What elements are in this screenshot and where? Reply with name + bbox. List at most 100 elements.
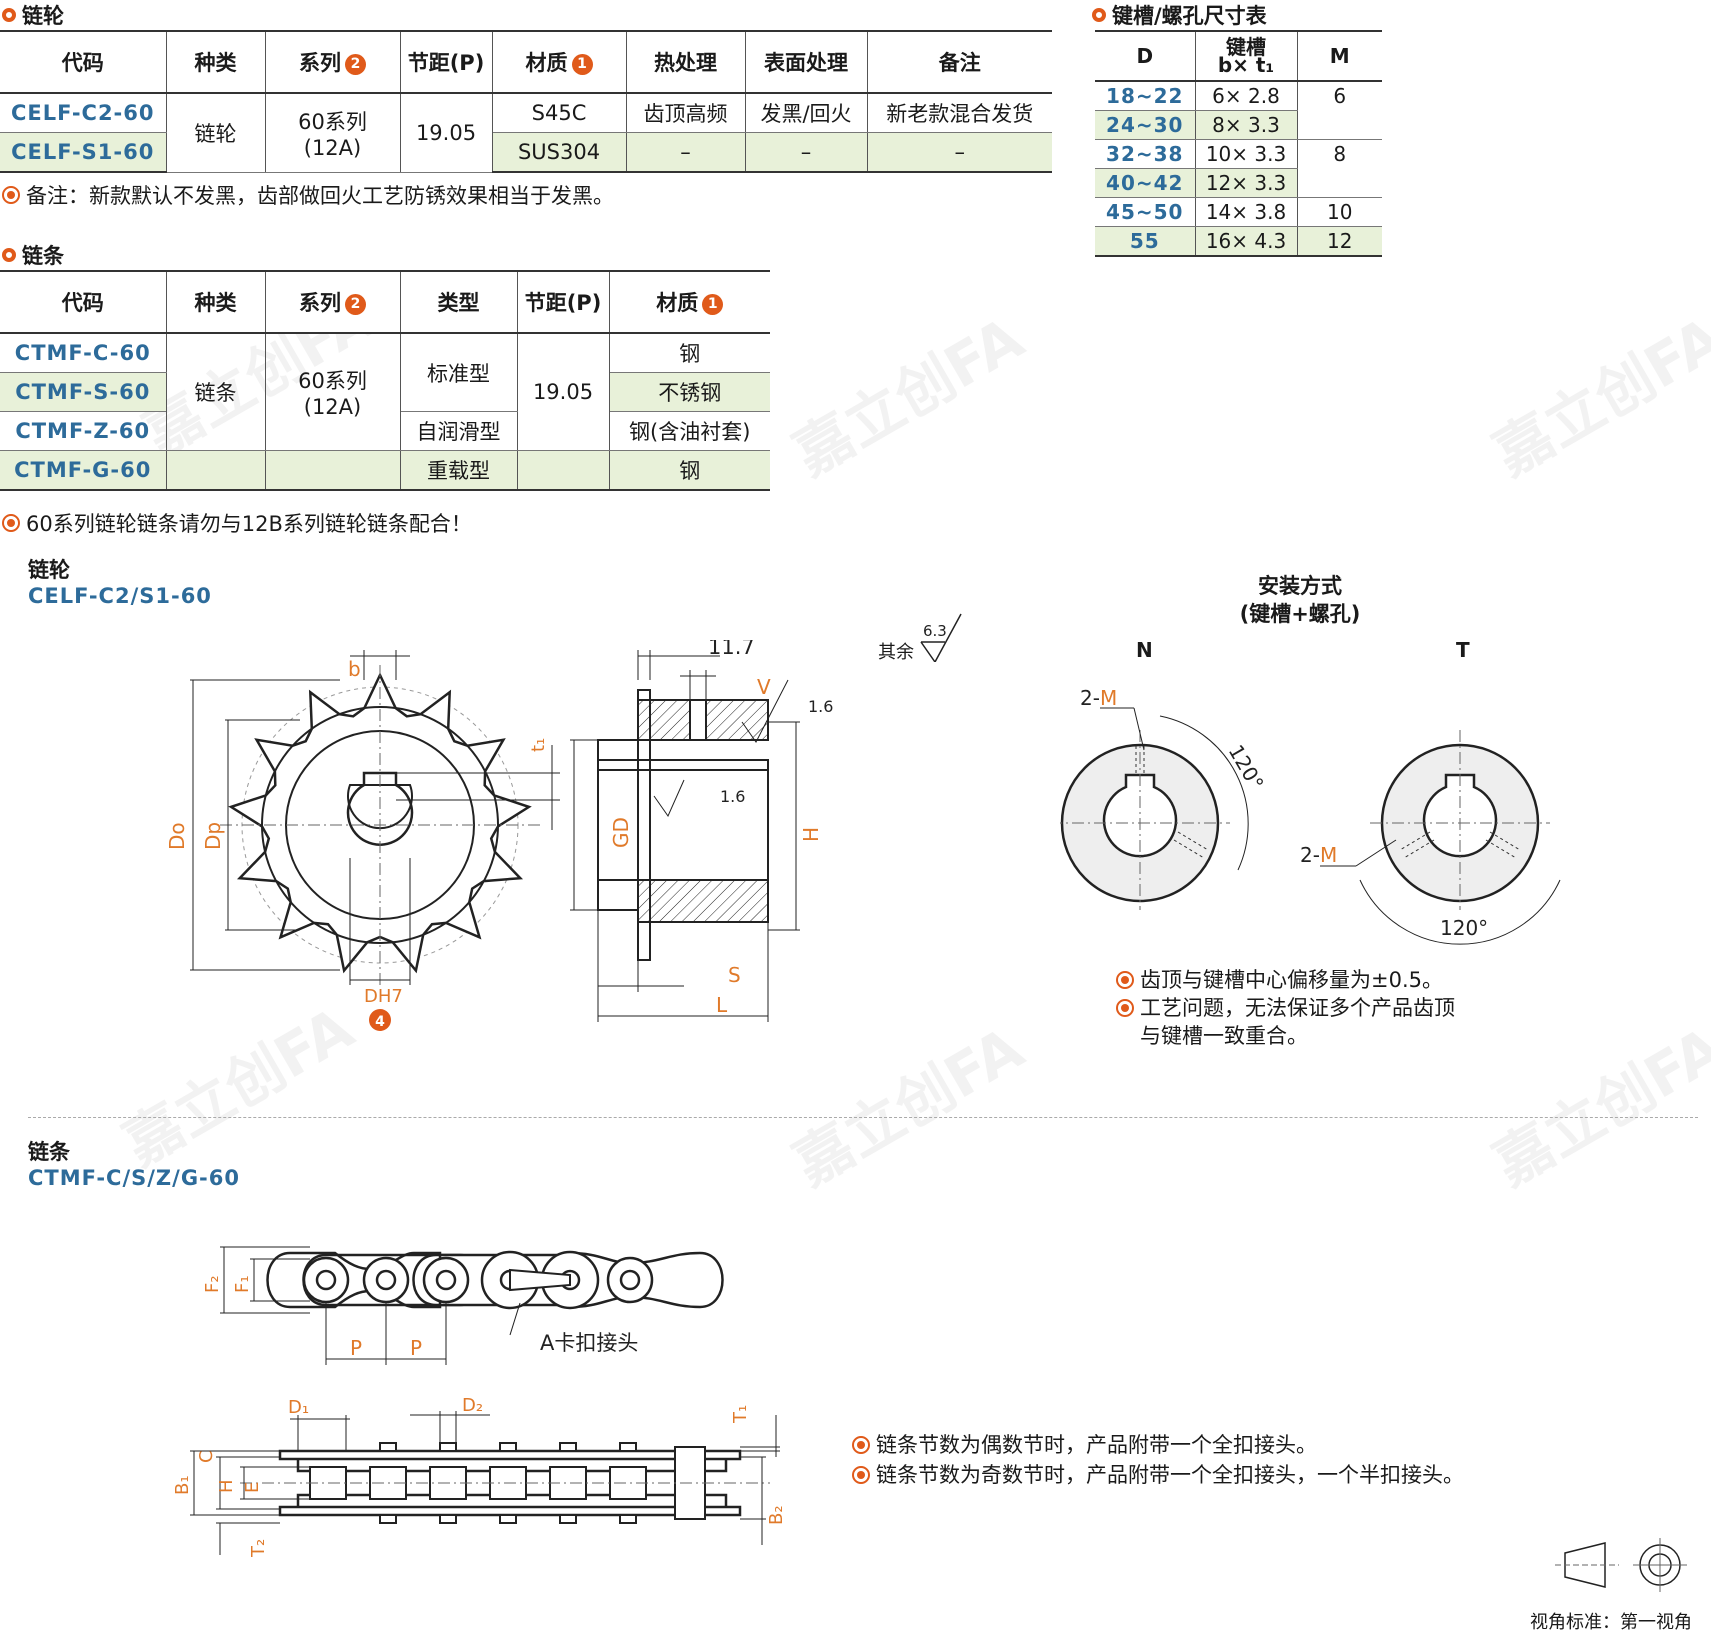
table-row: CTMF-Z-60 自润滑型 钢(含油衬套) <box>0 411 770 451</box>
label-p1: P <box>350 1336 362 1360</box>
label-dp: Dp <box>201 822 225 850</box>
col-d: D <box>1095 30 1196 82</box>
roughness-other: 其余 <box>878 642 914 663</box>
label-b: b <box>348 657 361 681</box>
ring-icon <box>2 248 16 262</box>
sprocket-drawing-code: CELF-C2/S1-60 <box>28 584 212 608</box>
label-b1: B₁ <box>172 1475 193 1495</box>
label-s: S <box>728 963 741 987</box>
label-t1: T₁ <box>730 1405 751 1424</box>
label-t1: t₁ <box>528 738 549 752</box>
badge-icon: 1 <box>702 293 724 315</box>
col-heat: 热处理 <box>625 30 746 94</box>
install-notes: 齿顶与键槽中心偏移量为±0.5。 工艺问题，无法保证多个产品齿顶 与键槽一致重合… <box>1116 966 1455 1050</box>
ring-icon <box>2 8 16 22</box>
label-l: L <box>716 993 728 1017</box>
col-remark: 备注 <box>866 30 1052 94</box>
badge-icon: 4 <box>375 1014 385 1030</box>
view-standard: 视角标准：第一视角 <box>1530 1612 1692 1633</box>
product-code[interactable]: CELF-S1-60 <box>0 132 167 173</box>
label-b2: B₂ <box>766 1505 787 1525</box>
label-h: H <box>216 1479 237 1493</box>
col-type: 类型 <box>399 270 518 334</box>
product-code[interactable]: CTMF-Z-60 <box>0 411 167 451</box>
divider <box>28 1117 1698 1118</box>
product-code[interactable]: CTMF-S-60 <box>0 372 167 412</box>
ring-icon <box>1092 8 1106 22</box>
table-row: CTMF-C-60 链条 60系列(12A) 标准型 19.05 钢 <box>0 333 770 451</box>
chain-side-view: D₁ D₂ B₁ C H E T₂ T₁ B₂ <box>172 1395 787 1558</box>
label-d1: D₁ <box>288 1397 309 1418</box>
sprocket-drawing-title: 链轮 <box>28 558 70 582</box>
watermark: 嘉立创FA <box>782 303 1035 489</box>
badge-icon: 1 <box>571 53 593 75</box>
install-t: T <box>1456 638 1470 662</box>
bullet-icon <box>852 1436 870 1454</box>
table-row: CTMF-S-60 不锈钢 <box>0 372 770 412</box>
label-v: V <box>757 675 771 699</box>
chain-top-view: F₂ F₁ P P A卡扣接头 <box>202 1246 724 1365</box>
table-row: CELF-S1-60 SUS304 – – – <box>0 132 1052 173</box>
col-kind: 种类 <box>165 30 266 94</box>
chain-section-title: 链条 <box>2 240 64 270</box>
badge-icon: 2 <box>345 293 366 315</box>
label-gd: GD <box>609 817 633 848</box>
bullet-icon <box>2 514 20 532</box>
install-m-t: 2-M <box>1300 843 1337 867</box>
col-pitch: 节距(P) <box>516 270 610 334</box>
product-code[interactable]: CELF-C2-60 <box>0 93 167 133</box>
bullet-icon <box>1116 999 1134 1017</box>
angle-t: 120° <box>1440 916 1488 940</box>
label-f1: F₁ <box>232 1275 253 1293</box>
badge-icon: 2 <box>345 53 366 75</box>
watermark: 嘉立创FA <box>1482 303 1711 489</box>
bullet-icon <box>852 1466 870 1484</box>
label-do: Do <box>165 822 189 850</box>
label-p2: P <box>410 1336 422 1360</box>
chain-drawing-code: CTMF-C/S/Z/G-60 <box>28 1166 240 1190</box>
roughness-icon: 6.3 <box>920 613 962 662</box>
install-diagram: 2-M 2-M 120° 120° <box>1060 686 1561 945</box>
svg-text:6.3: 6.3 <box>923 622 947 640</box>
col-code: 代码 <box>0 30 167 94</box>
label-t2: T₂ <box>248 1539 269 1558</box>
chain-drawing-title: 链条 <box>28 1140 70 1164</box>
bullet-icon <box>2 186 20 204</box>
table-row: CTMF-G-60 重载型 钢 <box>0 450 770 491</box>
label-f2: F₂ <box>202 1275 223 1293</box>
label-dh7: DH7 <box>364 986 403 1007</box>
label-d2: D₂ <box>462 1395 483 1416</box>
install-m-n: 2-M <box>1080 686 1117 710</box>
label-117: 11.7 <box>708 640 755 659</box>
key-table-title: 键槽/螺孔尺寸表 <box>1092 0 1267 30</box>
sprocket-drawing: b t₁ Do Dp DH7 4 11.7 V 1.6 1.6 GD H S L <box>165 640 833 1031</box>
col-code: 代码 <box>0 270 167 334</box>
bullet-icon <box>1116 971 1134 989</box>
product-code[interactable]: CTMF-G-60 <box>0 450 167 491</box>
install-n: N <box>1136 638 1153 662</box>
install-title: 安装方式(键槽+螺孔) <box>1239 574 1361 626</box>
chain-note: 60系列链轮链条请勿与12B系列链轮链条配合！ <box>2 508 472 538</box>
table-row: CELF-C2-60 链轮 60系列(12A) 19.05 S45C 齿顶高频 … <box>0 93 1052 173</box>
label-h: H <box>799 827 823 842</box>
watermark: 嘉立创FA <box>1482 1013 1711 1199</box>
product-code[interactable]: CTMF-C-60 <box>0 333 167 373</box>
col-pitch: 节距(P) <box>399 30 493 94</box>
col-surface: 表面处理 <box>744 30 868 94</box>
sprocket-note: 备注：新款默认不发黑，齿部做回火工艺防锈效果相当于发黑。 <box>2 180 614 210</box>
col-m: M <box>1296 30 1382 82</box>
